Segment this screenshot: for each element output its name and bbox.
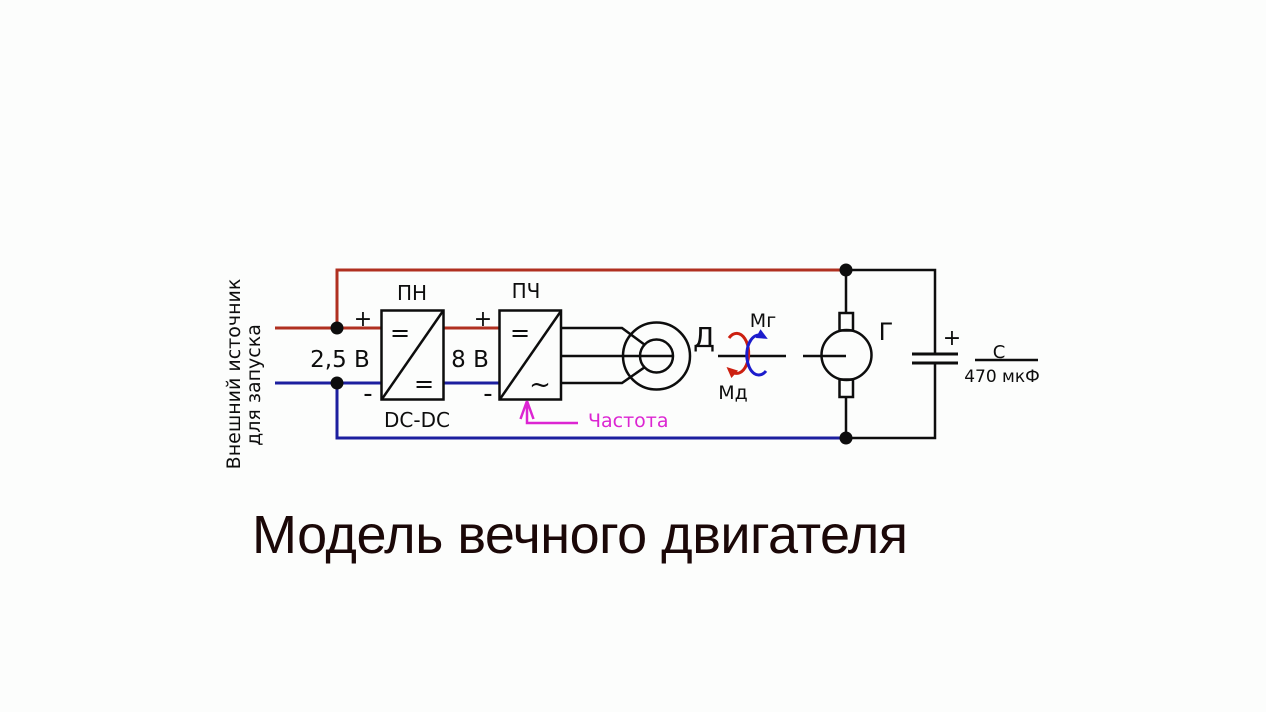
- positive-wire: [275, 268, 846, 330]
- dc-converter-output-symbol: =: [414, 370, 434, 398]
- plus-sign-freq-input: +: [474, 307, 492, 332]
- capacitor-polarity-sign: +: [943, 326, 961, 351]
- generator-brush-bottom: [838, 378, 855, 399]
- generator-brush-top: [838, 311, 855, 332]
- motor-feed-lines: [561, 326, 674, 385]
- external-source-caption-line1: Внешний источник: [223, 279, 245, 470]
- negative-wire: [275, 381, 846, 440]
- page-title: Модель вечного двигателя: [252, 505, 908, 565]
- motor-name: Д: [693, 321, 715, 354]
- junction-dot: [330, 321, 344, 335]
- generator-circle: [820, 328, 873, 382]
- minus-sign-dc-input: -: [363, 379, 372, 409]
- dc-converter-type: DC-DC: [384, 408, 450, 432]
- motor-torque-arrow: [726, 331, 751, 379]
- dc-dc-converter-box: [380, 309, 445, 401]
- junction-dot: [330, 376, 344, 390]
- frequency-control-label: Частота: [588, 410, 669, 432]
- freq-converter-name: ПЧ: [512, 279, 541, 303]
- generator-torque-label: Мг: [750, 310, 776, 332]
- capacitor-value: 470 мкФ: [964, 367, 1040, 387]
- freq-converter-input-symbol: =: [510, 319, 530, 347]
- motor-outer-circle: [621, 321, 692, 391]
- input-voltage-label: 2,5 В: [310, 347, 370, 373]
- capacitor-plates: [912, 352, 958, 365]
- plus-sign-dc-input: +: [354, 307, 372, 332]
- capacitor-name: С: [993, 342, 1006, 363]
- dc-converter-name: ПН: [397, 281, 427, 305]
- generator-torque-arrow: [745, 329, 768, 377]
- freq-converter-output-symbol: ~: [529, 370, 551, 400]
- generator-name: Г: [879, 318, 894, 346]
- frequency-arrow: [519, 400, 578, 425]
- dc-converter-input-symbol: =: [390, 319, 410, 347]
- freq-converter-diagonal: [498, 310, 563, 400]
- dc-dc-converter-diagonal: [380, 310, 445, 400]
- external-source-caption-line2: для запуска: [243, 324, 265, 446]
- generator-output-wire: [846, 268, 937, 440]
- motor-inner-circle: [638, 338, 675, 374]
- minus-sign-freq-input: -: [483, 379, 492, 409]
- motor-torque-label: Мд: [718, 382, 748, 404]
- output-voltage-label: 8 В: [451, 347, 489, 373]
